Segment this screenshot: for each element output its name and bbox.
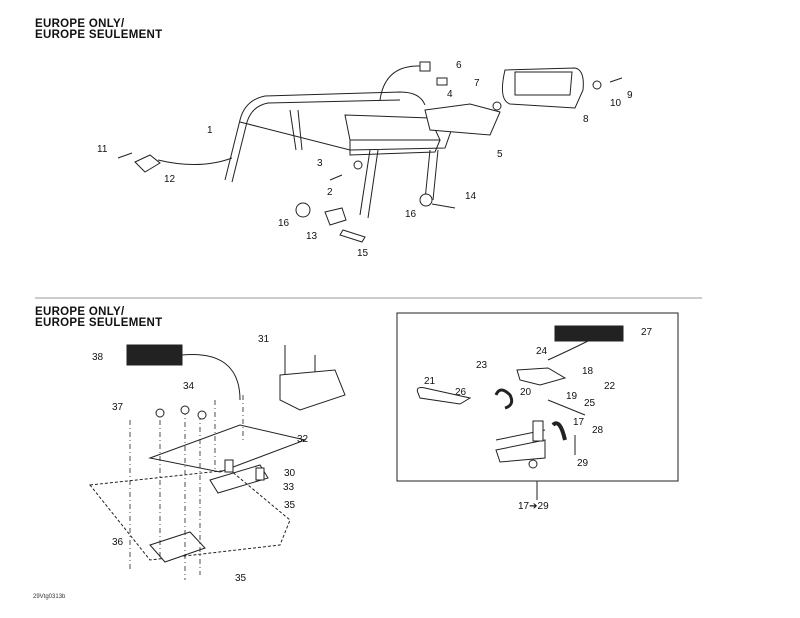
callout: 17 bbox=[573, 417, 585, 428]
callout: 19 bbox=[566, 391, 578, 402]
callout: 35 bbox=[235, 573, 247, 584]
callout: 36 bbox=[112, 537, 124, 548]
callout: 28 bbox=[592, 425, 604, 436]
callout: 10 bbox=[610, 98, 622, 109]
callout: 5 bbox=[497, 149, 503, 160]
callout: 29 bbox=[577, 458, 589, 469]
callout: 21 bbox=[424, 376, 436, 387]
figure-code: 29Vtg0313b bbox=[33, 594, 66, 600]
assembly-range-label: 17➔29 bbox=[518, 501, 549, 512]
callout: 13 bbox=[306, 231, 318, 242]
callout: 27 bbox=[641, 327, 653, 338]
callout: 34 bbox=[183, 381, 195, 392]
callout: 33 bbox=[283, 482, 295, 493]
callout: 22 bbox=[604, 381, 616, 392]
warning-label-27 bbox=[554, 325, 624, 342]
callout: 15 bbox=[357, 248, 369, 259]
callout: 18 bbox=[582, 366, 594, 377]
callout: 37 bbox=[112, 402, 124, 413]
callout: 23 bbox=[476, 360, 488, 371]
callout: 30 bbox=[284, 468, 296, 479]
section-title-top-line2: EUROPE SEULEMENT bbox=[35, 29, 163, 41]
callout: 11 bbox=[97, 144, 108, 155]
callout: 3 bbox=[317, 158, 323, 169]
callout: 7 bbox=[474, 78, 480, 89]
callout: 2 bbox=[327, 187, 333, 198]
callout: 24 bbox=[536, 346, 548, 357]
hitch-plate-drawing bbox=[89, 344, 346, 580]
callout: 14 bbox=[465, 191, 477, 202]
callout: 6 bbox=[456, 60, 462, 71]
callout: 35 bbox=[284, 500, 296, 511]
callout: 20 bbox=[520, 387, 532, 398]
luggage-rack-drawing bbox=[117, 61, 623, 243]
callout: 9 bbox=[627, 90, 633, 101]
callout: 31 bbox=[258, 334, 270, 345]
callout: 26 bbox=[455, 387, 467, 398]
callout: 1 bbox=[207, 125, 213, 136]
callout: 25 bbox=[584, 398, 596, 409]
callout: 4 bbox=[447, 89, 453, 100]
warning-label-38 bbox=[126, 344, 183, 366]
callout: 16 bbox=[278, 218, 290, 229]
callout: 8 bbox=[583, 114, 589, 125]
callout: 38 bbox=[92, 352, 104, 363]
callout: 16 bbox=[405, 209, 417, 220]
hitch-pin-drawing bbox=[416, 325, 624, 469]
section-title-bottom-line2: EUROPE SEULEMENT bbox=[35, 317, 163, 329]
callout: 32 bbox=[297, 434, 309, 445]
section-title-top-line1: EUROPE ONLY/ bbox=[35, 18, 125, 30]
callout: 12 bbox=[164, 174, 176, 185]
section-title-bottom-line1: EUROPE ONLY/ bbox=[35, 306, 125, 318]
